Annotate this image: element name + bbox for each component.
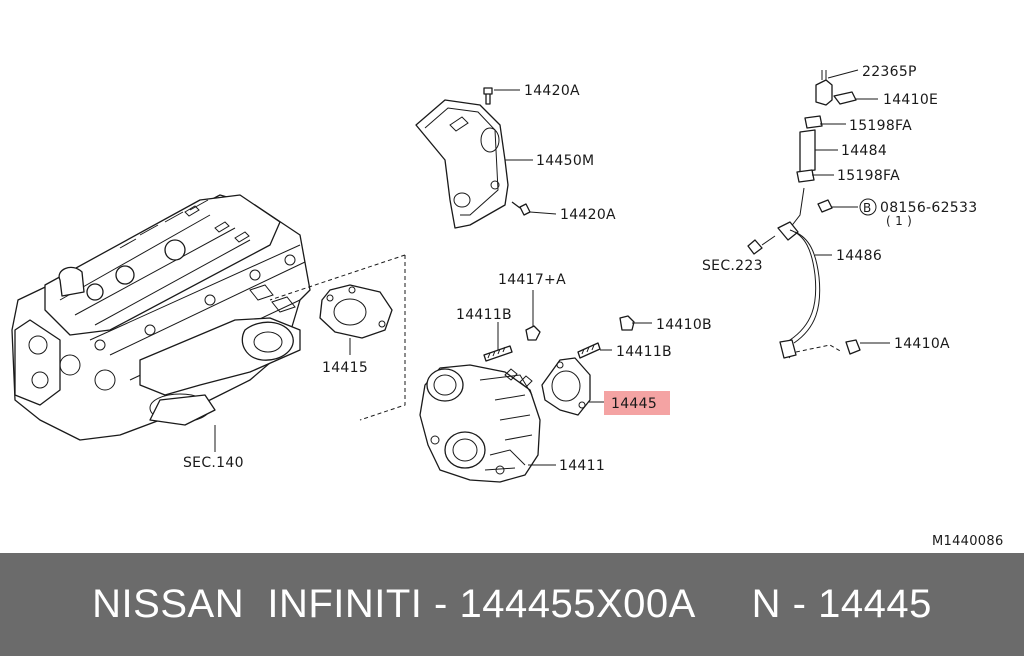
cylinder-head-drawing [11, 194, 311, 441]
label-sec223: SEC.223 [702, 258, 763, 274]
label-14420a-bottom: 14420A [560, 207, 616, 223]
stud-nut-hardware [483, 290, 652, 362]
label-14410a: 14410A [894, 336, 950, 352]
label-14486: 14486 [836, 248, 882, 264]
bolt-circle-icon [859, 198, 877, 216]
part-number-caption: NISSAN INFINITI - 144455X00A N - 14445 [92, 582, 932, 626]
gasket-14415-drawing [269, 254, 406, 421]
label-15198fa-bottom: 15198FA [837, 168, 900, 184]
heat-shield-14450m-drawing [415, 87, 557, 229]
sensor-hose-assembly-drawing [747, 69, 890, 359]
label-14411b-right: 14411B [616, 344, 672, 360]
label-08156-62533: 08156-62533 [880, 200, 977, 216]
label-14417a: 14417+A [498, 272, 566, 288]
label-14450m: 14450M [536, 153, 594, 169]
label-14420a-top: 14420A [524, 83, 580, 99]
label-14410b: 14410B [656, 317, 712, 333]
parts-diagram: 14420A 14450M 14420A 14417+A 14411B 1441… [11, 64, 1004, 549]
label-sec140: SEC.140 [183, 455, 244, 471]
label-14410e: 14410E [883, 92, 938, 108]
label-15198fa-top: 15198FA [849, 118, 912, 134]
label-14411b-left: 14411B [456, 307, 512, 323]
highlight-box [604, 391, 670, 415]
footer-bar: NISSAN INFINITI - 144455X00A N - 14445 [0, 553, 1024, 656]
label-14484: 14484 [841, 143, 887, 159]
label-14415: 14415 [322, 360, 368, 376]
label-08156-qty: ( 1 ) [886, 214, 912, 228]
label-14445: 14445 [611, 396, 657, 412]
turbocharger-14411-drawing [419, 364, 556, 483]
label-bolt-circle: B [863, 201, 872, 215]
gasket-14445-drawing [541, 357, 608, 416]
diagram-code: M1440086 [932, 534, 1004, 549]
label-14411: 14411 [559, 458, 605, 474]
label-22365p: 22365P [862, 64, 917, 80]
